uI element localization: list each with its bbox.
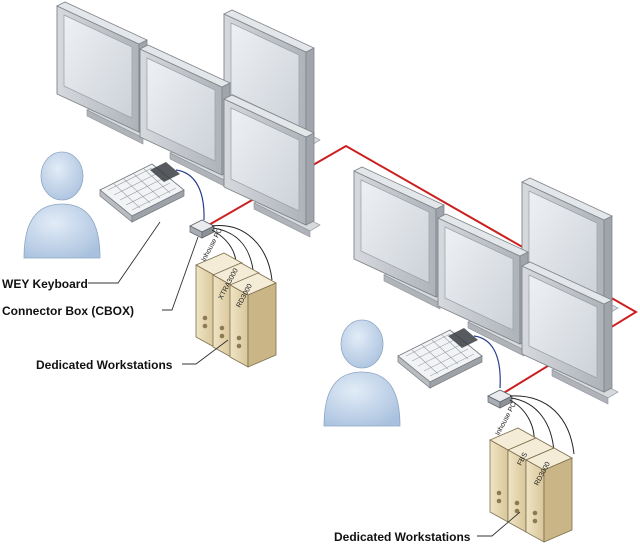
user-icon xyxy=(23,151,101,259)
keyboard-icon xyxy=(397,327,483,389)
monitor-icon xyxy=(353,166,451,310)
keyboard-icon xyxy=(99,161,185,223)
server-icon xyxy=(525,447,573,543)
station-b: Inhouse PC FBS RD3000 xyxy=(323,166,619,543)
label-dedicated-workstations-b: Dedicated Workstations xyxy=(334,530,471,544)
keyboard-cable xyxy=(473,335,501,389)
user-icon xyxy=(323,319,401,427)
monitor-icon xyxy=(56,1,154,145)
label-keyboard: WEY Keyboard xyxy=(2,277,88,291)
connector-box-icon xyxy=(189,219,215,239)
connector-box-icon xyxy=(487,389,513,409)
label-connector-box: Connector Box (CBOX) xyxy=(2,304,134,318)
keyboard-cable xyxy=(175,169,205,221)
label-dedicated-workstations-a: Dedicated Workstations xyxy=(36,358,173,372)
leader-lines xyxy=(88,221,229,365)
leader-lines xyxy=(477,511,521,537)
